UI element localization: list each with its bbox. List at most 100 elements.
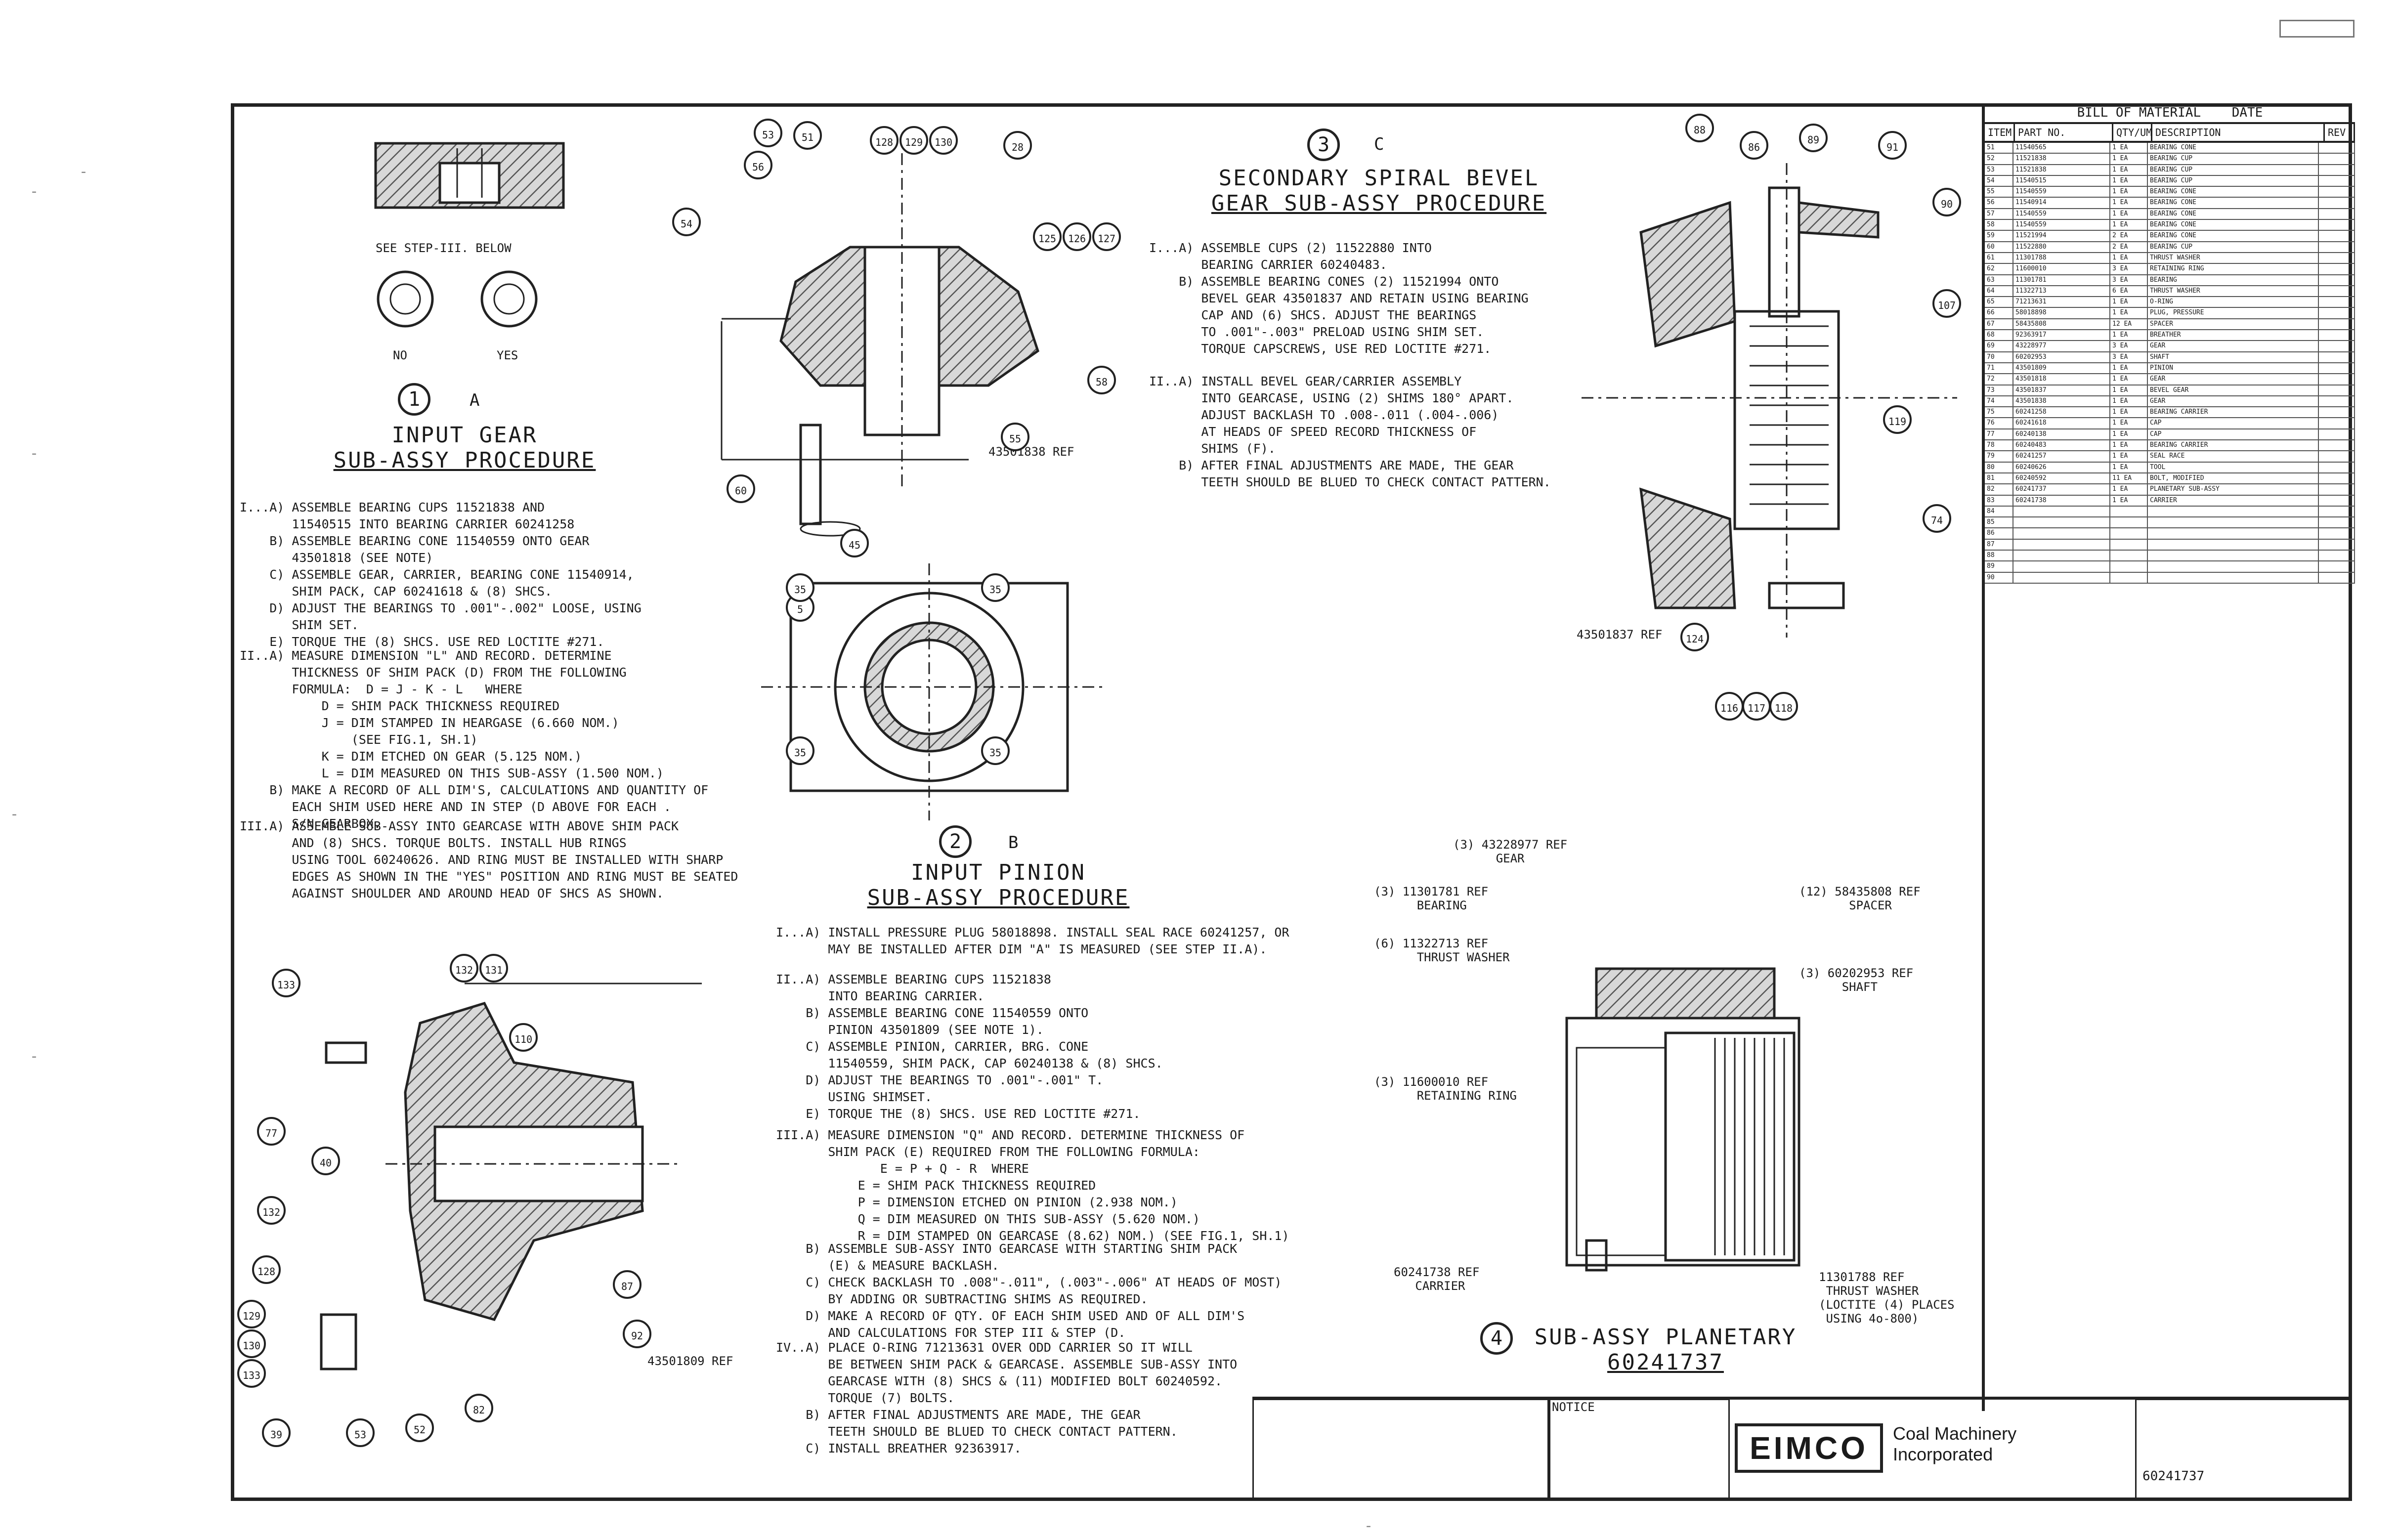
callout-bubble: 45 <box>840 529 869 557</box>
bom-cell <box>2110 506 2148 517</box>
procedure-step: II..A) MEASURE DIMENSION "L" AND RECORD.… <box>240 648 709 831</box>
bom-cell <box>2319 264 2355 274</box>
bom-cell <box>2319 495 2355 506</box>
callout-bubble: 87 <box>613 1270 642 1299</box>
bom-cell <box>2319 407 2355 418</box>
callout-bubble: 39 <box>262 1418 291 1447</box>
drawing-sheet <box>231 103 2352 1501</box>
bom-cell: 63 <box>1985 275 2013 285</box>
bearing-carrier-flange-drawing <box>761 563 1107 820</box>
margin-mark: - <box>30 1048 39 1065</box>
bom-cell <box>2319 418 2355 428</box>
callout-bubble: 132 <box>257 1196 286 1225</box>
callout-bubble: 110 <box>509 1023 538 1052</box>
input-gear-section-drawing <box>721 153 1039 537</box>
bom-cell <box>2110 539 2148 550</box>
callout-bubble: 28 <box>1003 131 1032 160</box>
bom-cell: 43501809 <box>2013 363 2110 374</box>
callout-bubble: 131 <box>479 954 508 983</box>
bom-cell: 58435808 <box>2013 319 2110 330</box>
bom-cell: 1 EA <box>2110 209 2148 219</box>
bom-cell <box>2319 363 2355 374</box>
bom-cell: 1 EA <box>2110 143 2148 153</box>
bom-cell: 1 EA <box>2110 175 2148 186</box>
title-block <box>1252 1397 2352 1504</box>
notice-title: NOTICE <box>1552 1400 1595 1414</box>
bom-cell: 90 <box>1985 572 2013 583</box>
bom-cell <box>2319 440 2355 451</box>
bom-cell <box>2110 561 2148 572</box>
step-number-4: 4 <box>1480 1322 1513 1355</box>
bom-cell: 52 <box>1985 154 2013 164</box>
procedure-step: II..A) INSTALL BEVEL GEAR/CARRIER ASSEMB… <box>1149 374 1551 489</box>
bom-cell: 77 <box>1985 429 2013 440</box>
bom-cell <box>2319 550 2355 561</box>
bom-cell: 81 <box>1985 473 2013 484</box>
bom-cell: 51 <box>1985 143 2013 153</box>
bom-cell: 60240592 <box>2013 473 2110 484</box>
bom-cell: 11540914 <box>2013 198 2110 208</box>
bom-cell: 1 EA <box>2110 253 2148 263</box>
bom-cell: THRUST WASHER <box>2148 253 2319 263</box>
bom-cell: BEARING <box>2148 275 2319 285</box>
hub-ring-detail-drawing <box>374 142 565 328</box>
bom-cell: 61 <box>1985 253 2013 263</box>
bom-cell <box>2319 462 2355 472</box>
bom-cell: 60202953 <box>2013 352 2110 362</box>
callout-bubble: 125 <box>1033 222 1062 251</box>
bom-cell <box>2013 539 2110 550</box>
bom-cell: 11301788 <box>2013 253 2110 263</box>
bom-cell: 70 <box>1985 352 2013 362</box>
bom-cell: 59 <box>1985 231 2013 241</box>
bom-cell: 1 EA <box>2110 297 2148 307</box>
eimco-logo: EIMCO <box>1735 1423 1883 1473</box>
bom-cell: 2 EA <box>2110 231 2148 241</box>
bom-cell: 1 EA <box>2110 308 2148 318</box>
bom-cell: BEARING CARRIER <box>2148 440 2319 451</box>
callout-bubble: 116 <box>1715 692 1744 721</box>
input-pinion-section-drawing <box>320 983 702 1370</box>
bom-cell: 65 <box>1985 297 2013 307</box>
bom-cell: BEARING CUP <box>2148 154 2319 164</box>
bom-cell: BEARING CARRIER <box>2148 407 2319 418</box>
bom-cell <box>2319 473 2355 484</box>
procedure-step: III.A) MEASURE DIMENSION "Q" AND RECORD.… <box>776 1128 1289 1243</box>
bom-cell <box>2148 506 2319 517</box>
bom-cell <box>2110 572 2148 583</box>
planetary-ref-shaft: (3) 60202953 REF SHAFT <box>1799 966 1914 994</box>
pinion-ref-part: 43501809 REF <box>647 1354 733 1368</box>
bom-cell <box>2319 396 2355 407</box>
bom-cell: 43228977 <box>2013 341 2110 351</box>
bom-cell: 1 EA <box>2110 154 2148 164</box>
bom-cell: 73 <box>1985 385 2013 395</box>
bom-cell: 71 <box>1985 363 2013 374</box>
bom-cell <box>2013 550 2110 561</box>
bom-cell <box>2013 528 2110 539</box>
bom-cell: 11540565 <box>2013 143 2110 153</box>
bom-cell: SPACER <box>2148 319 2319 330</box>
input-gear-title: INPUT GEAR SUB-ASSY PROCEDURE <box>326 423 603 473</box>
step-number-1: 1 <box>398 383 430 416</box>
bom-cell: 1 EA <box>2110 418 2148 428</box>
title-line: SUB-ASSY PLANETARY <box>1534 1325 1797 1350</box>
bom-cell: 43501837 <box>2013 385 2110 395</box>
procedure-step: I...A) INSTALL PRESSURE PLUG 58018898. I… <box>776 925 1289 956</box>
bom-cell: BEARING CUP <box>2148 175 2319 186</box>
callout-bubble: 133 <box>272 969 300 997</box>
bom-cell: 58018898 <box>2013 308 2110 318</box>
bom-cell <box>2319 341 2355 351</box>
bom-row: 90 <box>1985 572 2355 584</box>
bom-cell: GEAR <box>2148 341 2319 351</box>
bom-cell: 1 EA <box>2110 385 2148 395</box>
bom-cell: 1 EA <box>2110 396 2148 407</box>
section-letter-a: A <box>470 390 480 410</box>
bom-cell: BREATHER <box>2148 330 2319 341</box>
bom-cell: 1 EA <box>2110 220 2148 230</box>
